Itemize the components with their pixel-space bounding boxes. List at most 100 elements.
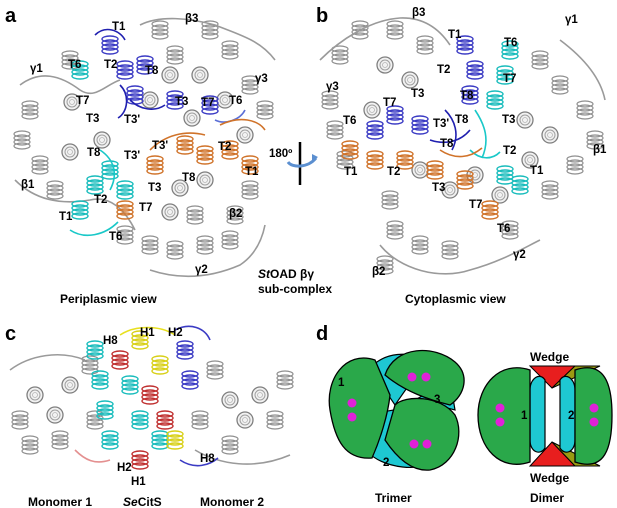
label-b-T6-bottom: T6 <box>497 223 510 235</box>
panel-c-caption-protein: SeCitS <box>123 495 162 508</box>
panel-b-labels: β3 T1 T6 γ1 T2 T7 γ3 T7 T3 T8 T3 T6 T3' … <box>326 7 607 278</box>
panel-a: a T1 T8 T2 T6 T7 T3 T3' T8 T3' T3 T7 T6 … <box>5 5 276 306</box>
dimer-num-1: 1 <box>521 410 528 422</box>
label-b-T7-top: T7 <box>503 73 516 85</box>
subcomplex-species: St <box>258 267 271 281</box>
panel-a-letter: a <box>5 5 17 27</box>
panel-b-caption: Cytoplasmic view <box>405 292 506 306</box>
trimer-caption: Trimer <box>375 491 412 505</box>
label-a-T6-mid: T6 <box>229 95 242 107</box>
subcomplex-line1: StOAD βγ <box>258 267 314 281</box>
label-b-beta2: β2 <box>372 266 385 278</box>
label-b-gamma1: γ1 <box>565 14 578 26</box>
label-b-T3-right: T3 <box>502 114 515 126</box>
panel-d: d 1 2 3 Trimer <box>316 323 613 505</box>
dimer-num-2: 2 <box>568 410 574 422</box>
label-a-T3-mid: T3 <box>175 96 188 108</box>
label-b-T7-left: T7 <box>383 97 396 109</box>
dimer-schematic: 1 2 Wedge Wedge Dimer <box>477 350 613 505</box>
label-b-T8-a: T8 <box>460 90 474 102</box>
rotation-arrowhead-icon <box>312 154 318 162</box>
label-b-T3-left: T3 <box>411 88 424 100</box>
label-c-H2-bottom: H2 <box>117 462 132 474</box>
center-caption: StOAD βγ sub-complex <box>258 267 332 296</box>
label-a-T2-bottom: T2 <box>94 194 107 206</box>
panel-a-ribbon-art <box>13 17 276 278</box>
label-a-beta2: β2 <box>229 208 242 220</box>
label-a-T7-bottom: T7 <box>139 202 152 214</box>
label-a-T7-mid: T7 <box>201 97 214 109</box>
subcomplex-line2: sub-complex <box>258 282 332 296</box>
label-a-gamma1: γ1 <box>30 63 43 75</box>
label-c-H8-bottom: H8 <box>200 453 215 465</box>
label-b-gamma2: γ2 <box>513 249 526 261</box>
panel-b-ribbon-art <box>319 17 606 275</box>
dimer-caption: Dimer <box>530 491 564 505</box>
trimer-num-1: 1 <box>338 377 345 389</box>
label-b-T6-top: T6 <box>504 37 517 49</box>
label-a-T3p-left: T3' <box>124 114 140 126</box>
panel-c-protein-name: CitS <box>138 495 162 508</box>
label-a-T7-left: T7 <box>76 95 89 107</box>
trimer-num-2: 2 <box>383 457 389 469</box>
label-c-H1-top: H1 <box>140 327 155 339</box>
label-a-gamma2: γ2 <box>195 264 208 276</box>
dimer-site-2b <box>589 417 599 427</box>
rotation-indicator: 180º <box>269 142 318 185</box>
subcomplex-name: OAD βγ <box>270 267 314 281</box>
dimer-cyan-1 <box>529 375 546 453</box>
panel-b-letter: b <box>316 5 328 27</box>
trimer-num-3: 3 <box>434 394 440 406</box>
label-b-T1-left: T1 <box>344 166 358 178</box>
label-a-gamma3: γ3 <box>255 73 268 85</box>
dimer-site-1a <box>495 403 505 413</box>
panel-c: c H8 H1 H2 H2 H1 H8 Monomer 1 SeCitS Mon… <box>5 323 294 508</box>
panel-c-ribbon-art <box>9 325 294 470</box>
panel-b: b β3 T1 T6 γ1 T2 T7 γ3 T7 T3 T8 T3 T6 T3… <box>316 5 607 306</box>
panel-c-labels: H8 H1 H2 H2 H1 H8 <box>103 327 215 488</box>
panel-c-species: Se <box>123 495 138 508</box>
dimer-site-2a <box>589 403 599 413</box>
label-b-T8-b: T8 <box>455 114 469 126</box>
label-a-beta1: β1 <box>21 179 35 191</box>
label-a-T6-left: T6 <box>68 59 81 71</box>
panel-c-caption-monomer2: Monomer 2 <box>200 495 264 508</box>
label-b-T7-bottom: T7 <box>469 199 482 211</box>
label-a-T1-bottom: T1 <box>59 211 73 223</box>
label-b-T2-top: T2 <box>437 64 450 76</box>
trimer-site-2a <box>409 439 419 449</box>
label-a-T2-right: T2 <box>218 141 231 153</box>
trimer-site-1b <box>347 412 357 422</box>
rotation-degrees: 180º <box>269 148 292 160</box>
label-a-T8-bottom: T8 <box>182 172 196 184</box>
label-a-T8-top: T8 <box>145 65 159 77</box>
wedge-top-label: Wedge <box>530 350 569 364</box>
label-b-T2-left: T2 <box>387 166 400 178</box>
label-b-beta3: β3 <box>412 7 425 19</box>
label-c-H2-top: H2 <box>168 327 183 339</box>
wedge-bottom-label: Wedge <box>530 471 569 485</box>
trimer-site-3a <box>407 372 417 382</box>
label-b-beta1: β1 <box>593 144 607 156</box>
label-a-T3-bottom: T3 <box>148 182 161 194</box>
label-b-T3p: T3' <box>433 118 449 130</box>
label-a-T2-top: T2 <box>104 59 117 71</box>
panel-a-labels: T1 T8 T2 T6 T7 T3 T3' T8 T3' T3 T7 T6 T3… <box>21 13 268 276</box>
dimer-domain-1 <box>477 367 531 465</box>
trimer-site-1a <box>347 398 357 408</box>
trimer-site-3b <box>421 372 431 382</box>
trimer-site-2b <box>422 439 432 449</box>
label-b-T3-bottom: T3 <box>432 182 445 194</box>
trimer-domain-1 <box>328 357 391 459</box>
label-b-gamma3: γ3 <box>326 81 339 93</box>
label-b-T1-top: T1 <box>448 29 462 41</box>
label-a-T1-top: T1 <box>112 21 126 33</box>
panel-a-caption: Periplasmic view <box>60 292 157 306</box>
label-c-H8-top: H8 <box>103 335 118 347</box>
trimer-schematic: 1 2 3 Trimer <box>328 349 465 505</box>
label-b-T8-c: T8 <box>440 138 454 150</box>
label-a-T3-left: T3 <box>86 113 99 125</box>
label-a-T3p-mid: T3' <box>124 150 140 162</box>
